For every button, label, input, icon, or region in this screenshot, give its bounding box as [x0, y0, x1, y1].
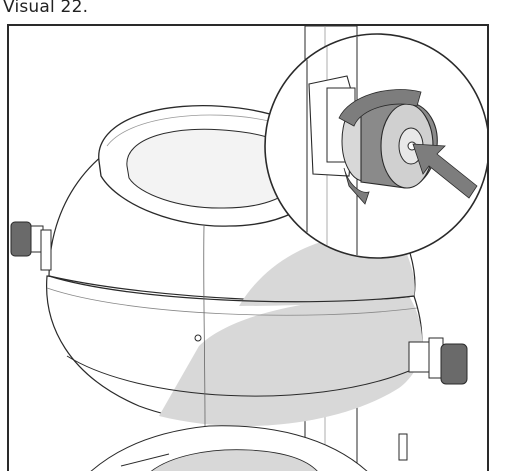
appliance-illustration	[10, 26, 487, 471]
right-knob	[408, 337, 468, 385]
rotate-arrow-top	[338, 89, 422, 127]
illustration-frame	[7, 24, 489, 471]
left-knob	[10, 221, 52, 271]
push-arrow-icon	[412, 143, 478, 199]
figure-caption: Visual 22.	[3, 0, 89, 17]
handle	[98, 105, 332, 227]
knob-detail-inset	[264, 33, 487, 259]
base-stand	[90, 425, 408, 471]
